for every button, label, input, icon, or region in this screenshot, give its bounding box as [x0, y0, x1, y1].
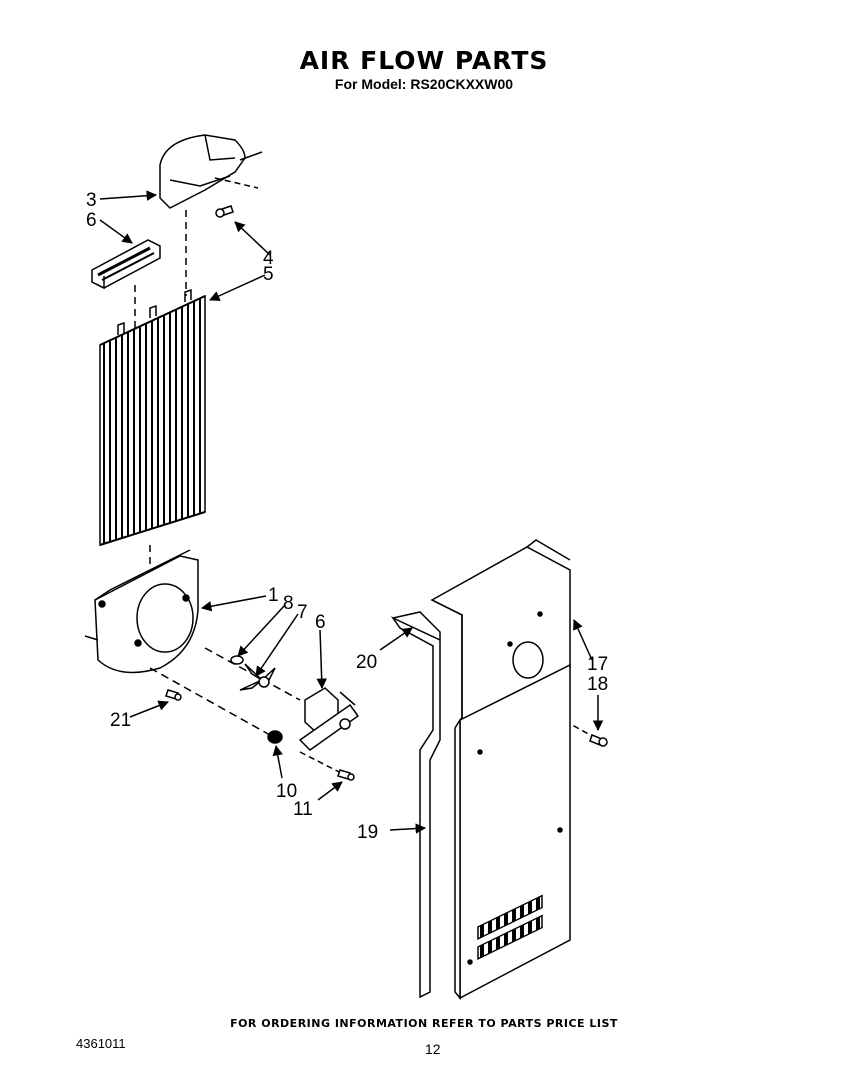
callout-labels: 3 6 4 5 1 8 7 6 20 17 18 21 10 11 19 [86, 190, 608, 843]
callout-18: 18 [587, 674, 608, 695]
page-number: 12 [425, 1041, 441, 1057]
callout-8: 7 [297, 602, 308, 623]
callout-1: 1 [268, 585, 279, 606]
grommet-part [267, 730, 283, 744]
side-channel-part [390, 611, 441, 999]
fan-blade-part [230, 655, 276, 691]
callout-9: 8 [283, 593, 294, 614]
callout-21: 21 [110, 710, 131, 731]
callout-7: 6 [315, 612, 326, 633]
callout-5: 5 [263, 264, 274, 285]
callout-10: 10 [276, 781, 297, 802]
document-number: 4361011 [76, 1036, 126, 1051]
callout-17: 17 [587, 654, 608, 675]
evaporator-cover-part [99, 288, 206, 547]
fan-motor-part [298, 687, 360, 751]
rear-panel-lower-part [454, 663, 571, 1001]
callout-3: 3 [86, 190, 97, 211]
screw-part-11 [337, 769, 355, 781]
fan-shroud-part [84, 549, 199, 674]
callout-19: 19 [357, 822, 378, 843]
grille-part [91, 239, 161, 290]
rear-panel-upper-part [430, 539, 571, 722]
model-subtitle: For Model: RS20CKXXW00 [334, 76, 514, 92]
screw-part-4 [215, 205, 234, 218]
diagram-title: AIR FLOW PARTS [299, 46, 549, 75]
ordering-note: FOR ORDERING INFORMATION REFER TO PARTS … [230, 1017, 618, 1030]
screw-part-21 [165, 689, 182, 701]
callout-11: 11 [293, 799, 313, 820]
callout-4: 4 [263, 248, 274, 269]
air-duct-part [159, 134, 263, 209]
screw-part-18 [589, 734, 608, 747]
callout-6: 6 [86, 210, 97, 231]
callout-20: 20 [356, 652, 377, 673]
